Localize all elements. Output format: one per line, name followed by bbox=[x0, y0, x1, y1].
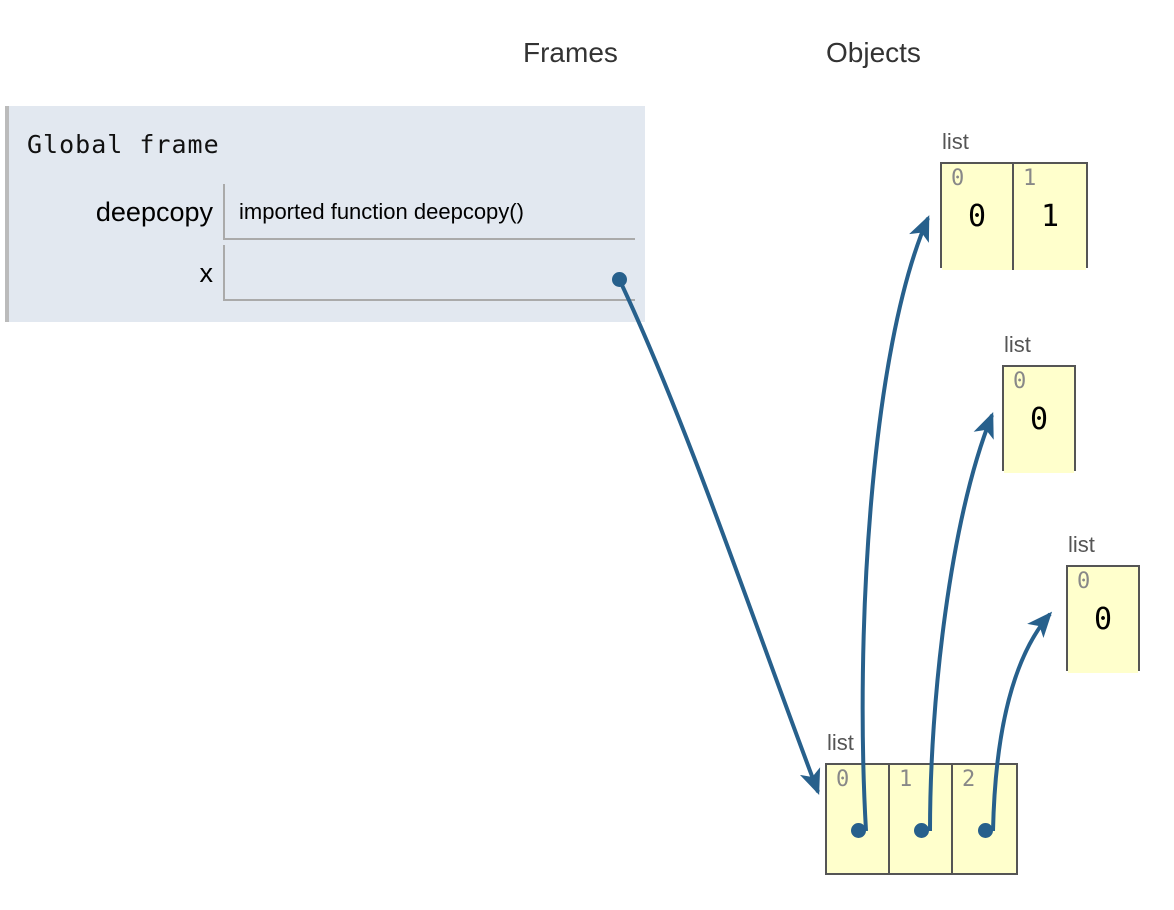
variable-name-label: x bbox=[199, 258, 214, 288]
heap-object-type-label: list bbox=[827, 730, 854, 755]
heap-object-type-label: list bbox=[1004, 332, 1031, 357]
frame-variable-deepcopy: deepcopy imported function deepcopy() bbox=[23, 184, 635, 240]
objects-column-header: Objects bbox=[826, 37, 921, 68]
variable-value-deepcopy: imported function deepcopy() bbox=[223, 184, 635, 240]
list-cell: 0 0 bbox=[942, 164, 1014, 270]
list-box: 0 1 2 bbox=[825, 763, 1018, 875]
list-cell: 2 bbox=[953, 765, 1016, 873]
cell-value: 0 bbox=[967, 199, 987, 234]
list-cell: 0 bbox=[827, 765, 890, 873]
global-frame: Global frame deepcopy imported function … bbox=[5, 106, 645, 322]
list-box: 0 0 bbox=[1002, 365, 1076, 473]
cell-index-label: 0 bbox=[951, 166, 965, 191]
arrow-cell0-to-list-1 bbox=[860, 215, 930, 832]
frames-column-header: Frames bbox=[523, 37, 618, 68]
arrow-x-to-list-outer bbox=[619, 282, 821, 795]
variable-value-x bbox=[223, 245, 635, 301]
list-cell: 0 0 bbox=[1004, 367, 1074, 473]
list-cell: 0 0 bbox=[1068, 567, 1138, 673]
cell-index-label: 0 bbox=[836, 767, 850, 792]
cell-index-label: 1 bbox=[1023, 166, 1037, 191]
cell-index-label: 1 bbox=[899, 767, 913, 792]
cell-index-label: 2 bbox=[962, 767, 976, 792]
pointer-dot-variable-x bbox=[612, 272, 627, 287]
heap-object-type-label: list bbox=[1068, 532, 1095, 557]
pointer-dot-cell-0 bbox=[850, 823, 866, 838]
cell-value: 0 bbox=[1029, 402, 1049, 437]
list-cell: 1 bbox=[890, 765, 953, 873]
variable-name-label: deepcopy bbox=[95, 197, 213, 227]
heap-object-list-outer: list 0 1 2 bbox=[825, 730, 1018, 875]
cell-value: 1 bbox=[1040, 199, 1060, 234]
cell-value: 0 bbox=[1093, 602, 1113, 637]
cell-index-label: 0 bbox=[1013, 369, 1027, 394]
heap-object-type-label: list bbox=[942, 129, 969, 154]
frame-title: Global frame bbox=[27, 130, 220, 159]
heap-object-list-1: list 0 0 1 1 bbox=[940, 129, 1088, 270]
heap-object-list-2: list 0 0 bbox=[1002, 332, 1076, 473]
cell-index-label: 0 bbox=[1077, 569, 1091, 594]
pointer-dot-cell-1 bbox=[913, 823, 929, 838]
list-cell: 1 1 bbox=[1014, 164, 1086, 270]
list-box: 0 0 bbox=[1066, 565, 1140, 673]
list-box: 0 0 1 1 bbox=[940, 162, 1088, 270]
pointer-dot-cell-2 bbox=[977, 823, 993, 838]
heap-object-list-3: list 0 0 bbox=[1066, 532, 1140, 673]
frame-variable-x: x bbox=[23, 245, 635, 301]
